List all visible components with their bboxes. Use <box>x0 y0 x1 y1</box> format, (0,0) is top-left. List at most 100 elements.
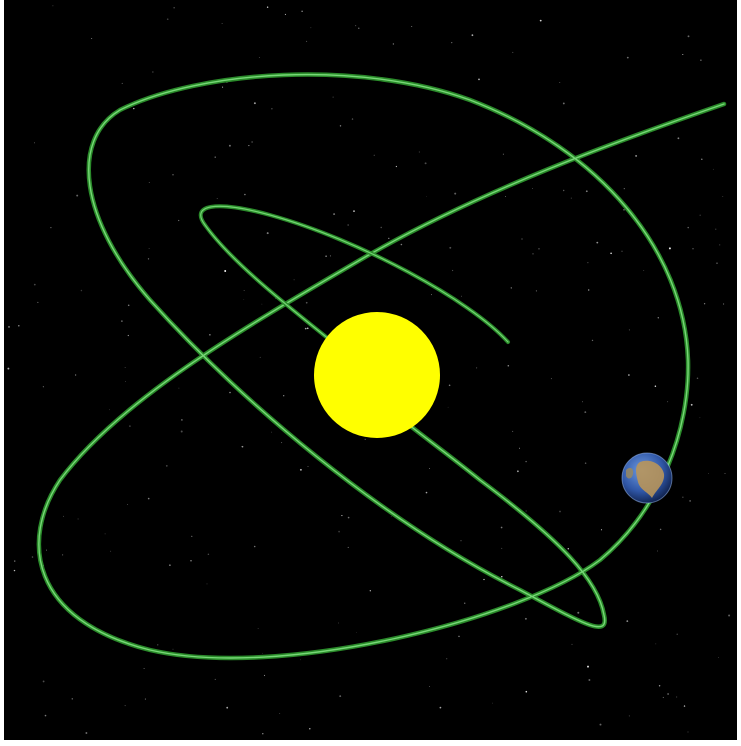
star <box>127 304 130 307</box>
star <box>451 41 453 44</box>
star <box>722 196 724 198</box>
star <box>600 529 603 531</box>
star <box>301 10 303 13</box>
star <box>429 468 430 469</box>
star <box>243 299 245 300</box>
star <box>304 327 307 330</box>
star <box>675 696 678 698</box>
star <box>623 209 625 211</box>
star <box>461 295 463 297</box>
star <box>364 438 366 440</box>
star <box>109 409 110 411</box>
star <box>699 417 701 419</box>
star <box>562 102 565 105</box>
star <box>426 196 427 198</box>
star <box>532 188 533 189</box>
star <box>178 387 180 389</box>
star <box>283 395 285 397</box>
star <box>712 168 714 170</box>
star <box>599 723 602 726</box>
star <box>147 258 150 260</box>
star <box>626 56 629 59</box>
star <box>716 262 718 264</box>
star <box>505 196 507 198</box>
star <box>532 253 534 255</box>
star <box>44 714 47 717</box>
star <box>75 374 77 376</box>
star <box>512 51 514 53</box>
star <box>80 289 83 292</box>
star <box>696 377 699 379</box>
star <box>703 303 706 305</box>
star <box>244 193 246 196</box>
star <box>351 118 354 120</box>
star <box>390 515 392 517</box>
star <box>517 470 519 473</box>
star <box>571 643 573 645</box>
star <box>668 247 671 250</box>
star <box>355 25 357 27</box>
star <box>525 510 527 512</box>
star <box>62 554 64 556</box>
star <box>448 384 451 387</box>
star <box>129 425 131 427</box>
star <box>454 192 457 195</box>
star <box>584 462 587 464</box>
star <box>306 40 308 42</box>
star <box>701 158 703 161</box>
star <box>424 162 427 165</box>
star <box>610 252 612 255</box>
star <box>715 228 717 230</box>
star <box>388 237 390 240</box>
star <box>657 550 658 552</box>
star <box>50 226 52 229</box>
star <box>299 468 302 471</box>
star <box>687 35 690 38</box>
star <box>62 515 64 517</box>
earth-icon <box>621 452 673 504</box>
star <box>411 25 413 28</box>
star <box>724 473 726 474</box>
star <box>251 141 253 143</box>
star <box>284 13 286 15</box>
star <box>439 706 442 709</box>
star <box>325 255 327 258</box>
star <box>76 194 79 197</box>
star <box>341 515 343 517</box>
star <box>471 34 474 37</box>
star <box>525 460 527 463</box>
star <box>628 329 630 331</box>
star <box>42 680 45 683</box>
star <box>121 82 123 84</box>
star <box>460 540 462 542</box>
star <box>248 145 250 147</box>
star <box>699 214 701 216</box>
star <box>262 652 263 654</box>
star <box>431 294 432 296</box>
star <box>728 614 731 617</box>
star <box>643 270 645 271</box>
star <box>190 560 192 562</box>
star <box>635 154 638 157</box>
star <box>347 516 350 519</box>
star <box>621 250 623 252</box>
star <box>71 698 74 700</box>
star <box>689 500 691 502</box>
star <box>206 583 208 585</box>
star <box>172 648 174 650</box>
star <box>719 244 721 246</box>
star <box>588 679 591 681</box>
star <box>333 213 336 216</box>
star <box>687 731 689 733</box>
star <box>34 142 35 144</box>
star <box>591 339 594 342</box>
star <box>121 320 123 322</box>
star <box>524 617 527 620</box>
star <box>262 733 264 735</box>
star <box>492 702 493 704</box>
star <box>535 290 537 292</box>
star <box>37 301 39 303</box>
star <box>512 430 514 432</box>
star <box>464 602 466 604</box>
star <box>181 419 183 421</box>
